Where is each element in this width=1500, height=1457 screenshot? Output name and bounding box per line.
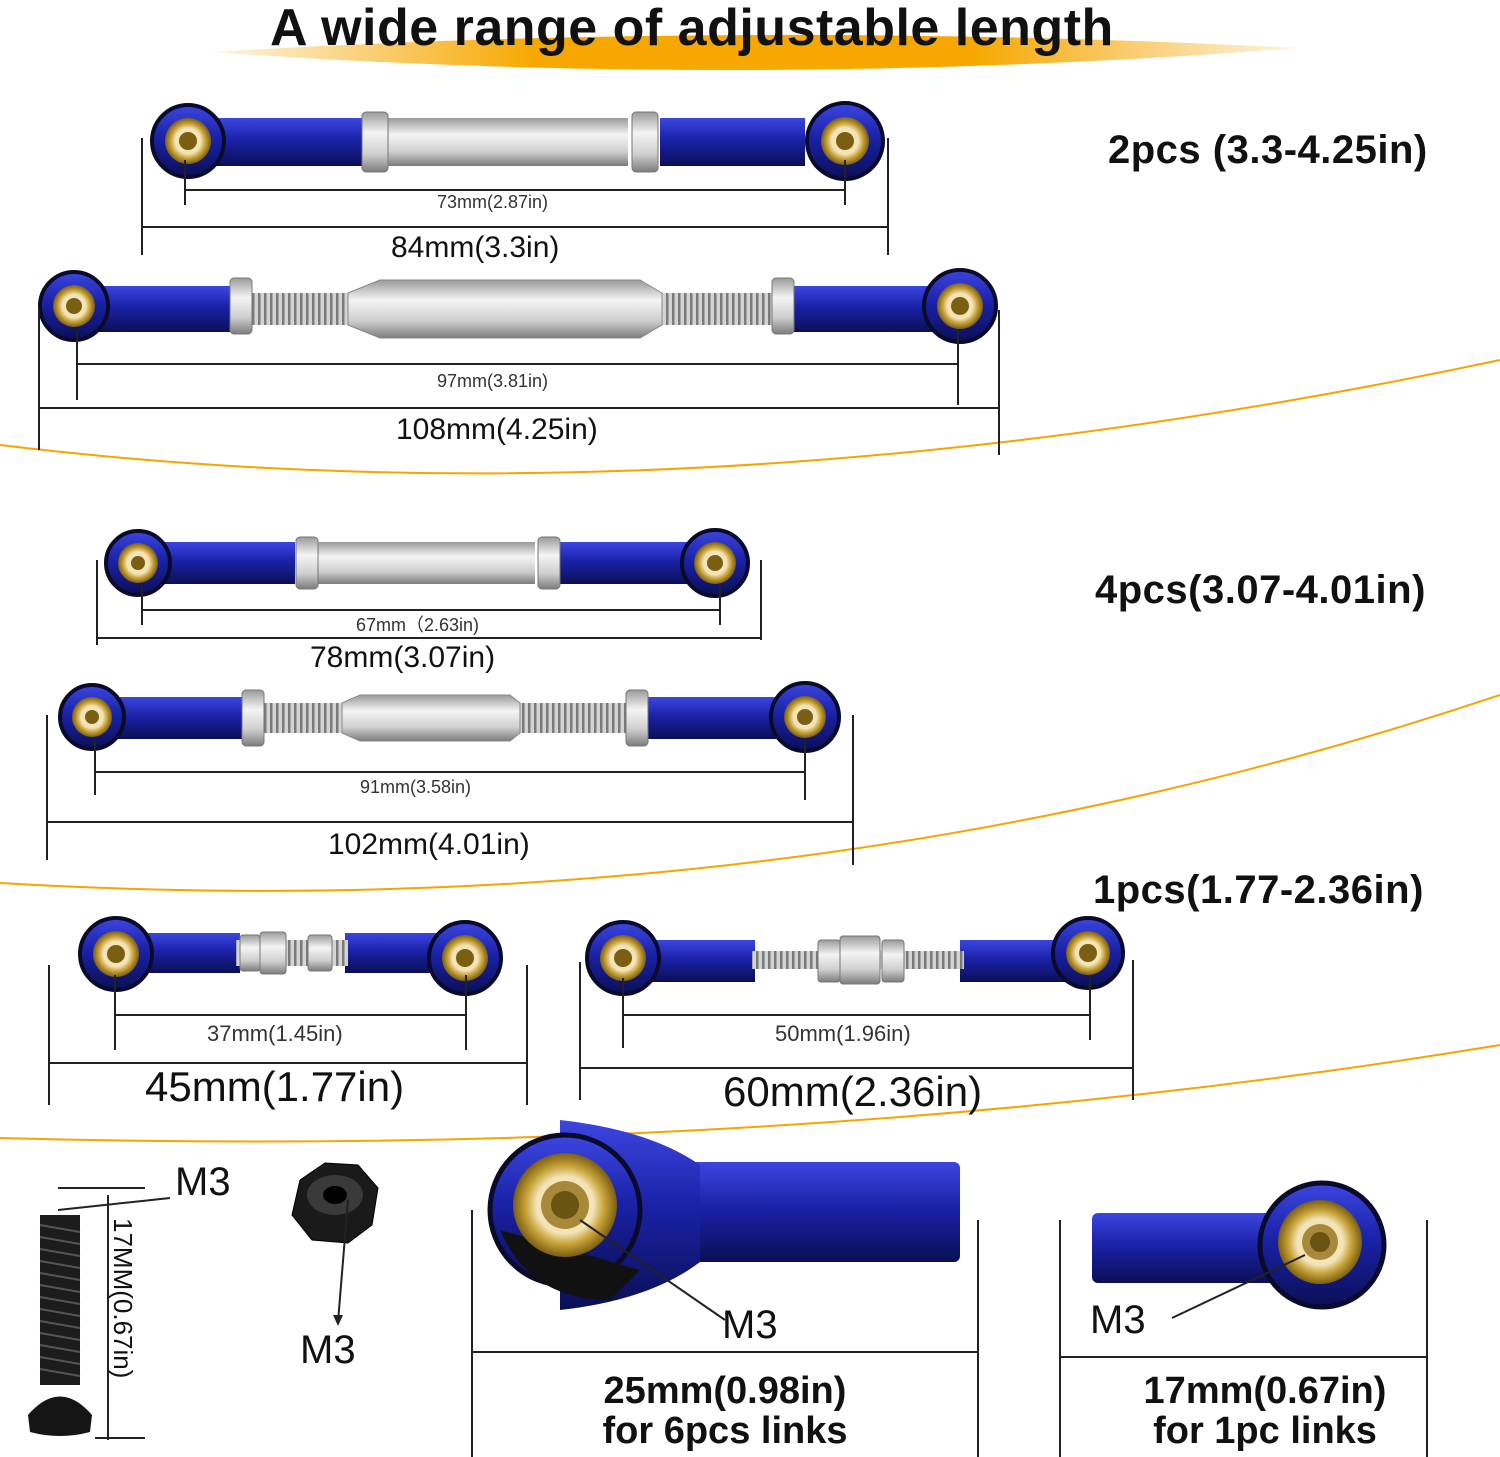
group-label-4pcs: 4pcs(3.07-4.01in) — [1095, 568, 1426, 612]
link6-outer-length: 60mm(2.36in) — [723, 1068, 983, 1115]
turnbuckle-link-2 — [38, 268, 998, 344]
button-head-screw — [28, 1215, 92, 1436]
link3-outer-length: 78mm(3.07in) — [310, 641, 496, 674]
separator-3 — [0, 1044, 1500, 1143]
rod-end-large-thread-label: M3 — [722, 1303, 778, 1347]
link1-inner-length: 73mm(2.87in) — [437, 192, 549, 212]
page-title: A wide range of adjustable length — [270, 0, 1114, 57]
separator-2 — [0, 694, 1500, 892]
dimension-lines-1 — [141, 138, 889, 255]
group-label-2pcs: 2pcs (3.3-4.25in) — [1108, 128, 1428, 172]
link6-inner-length: 50mm(1.96in) — [775, 1021, 911, 1046]
turnbuckle-link-5 — [78, 916, 503, 996]
rod-end-large-caption: 25mm(0.98in) for 6pcs links — [472, 1370, 978, 1452]
rod-end-large-usage: for 6pcs links — [602, 1409, 848, 1452]
rod-end-small-dimension-lines — [1059, 1220, 1428, 1457]
turnbuckle-link-3 — [104, 528, 750, 598]
separator-1 — [0, 359, 1500, 475]
screw-length-label: 17MM(0.67in) — [108, 1218, 138, 1379]
turnbuckle-link-4 — [58, 681, 841, 753]
dimension-lines-6 — [579, 960, 1134, 1100]
link4-inner-length: 91mm(3.58in) — [360, 777, 472, 797]
rod-end-small-usage: for 1pc links — [1153, 1409, 1377, 1452]
lock-nut — [291, 1162, 379, 1244]
link3-inner-length: 67mm（2.63in) — [356, 615, 480, 635]
turnbuckle-link-6 — [585, 916, 1125, 996]
link5-outer-length: 45mm(1.77in) — [145, 1063, 405, 1110]
rod-end-small-size: 17mm(0.67in) — [1143, 1370, 1387, 1412]
nut-pointer — [337, 1199, 349, 1323]
rod-end-large — [487, 1120, 960, 1310]
rod-end-small — [1092, 1180, 1387, 1310]
nut-thread-label: M3 — [300, 1328, 356, 1372]
turnbuckle-link-1 — [150, 101, 885, 181]
dimension-lines-5 — [48, 965, 528, 1105]
link4-outer-length: 102mm(4.01in) — [328, 828, 530, 861]
rod-end-small-pointer — [1171, 1254, 1306, 1319]
dimension-lines-2 — [38, 310, 1000, 455]
screw-thread-label: M3 — [175, 1160, 231, 1204]
rod-end-large-size: 25mm(0.98in) — [603, 1370, 847, 1412]
link2-inner-length: 97mm(3.81in) — [437, 371, 549, 391]
rod-end-small-thread-label: M3 — [1090, 1298, 1146, 1342]
link5-inner-length: 37mm(1.45in) — [207, 1021, 343, 1046]
link2-outer-length: 108mm(4.25in) — [396, 413, 598, 446]
dimension-lines-3 — [96, 560, 762, 645]
rod-end-large-dimension-lines — [471, 1210, 979, 1457]
screw-dimension-lines — [57, 1187, 171, 1440]
rod-end-large-pointer — [579, 1219, 726, 1321]
link1-outer-length: 84mm(3.3in) — [391, 231, 560, 264]
group-label-1pcs: 1pcs(1.77-2.36in) — [1093, 868, 1424, 912]
title-swoosh — [210, 34, 1300, 71]
rod-end-small-caption: 17mm(0.67in) for 1pc links — [1060, 1370, 1470, 1452]
dimension-lines-4 — [46, 715, 854, 865]
nut-pointer-head — [333, 1315, 343, 1326]
